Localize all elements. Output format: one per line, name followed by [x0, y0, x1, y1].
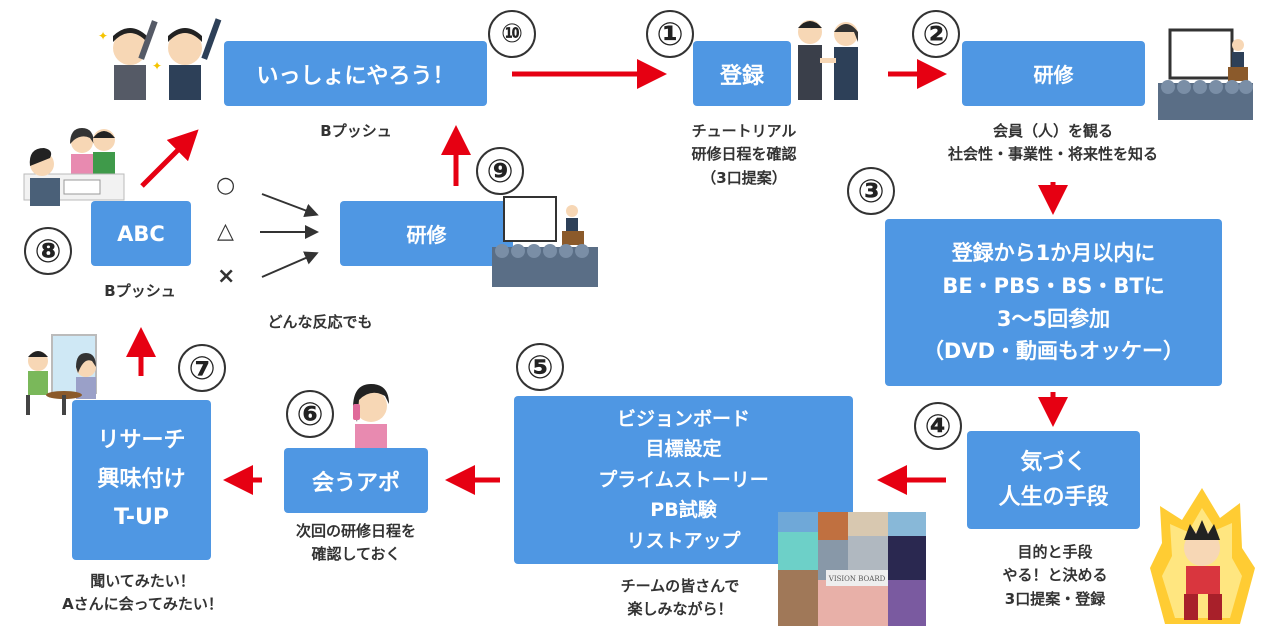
step-5-line: ビジョンボード — [616, 408, 750, 431]
fired-up-person-illustration — [1150, 488, 1255, 624]
step-1-caption: チュートリアル 研修日程を確認 （3口提案） — [660, 120, 828, 190]
caption-line: 研修日程を確認 — [691, 145, 797, 164]
step-number-10: ⑩ — [488, 10, 536, 58]
step-4-line: 気づく — [1020, 449, 1087, 475]
step-4-box: 気づく 人生の手段 — [967, 431, 1140, 529]
step-number-8: ⑧ — [24, 227, 72, 275]
caption-line: 聞いてみたい！ — [90, 572, 195, 590]
step-1-text: 登録 — [719, 63, 764, 89]
caption-line: どんな反応でも — [267, 313, 373, 331]
step-8-text: ABC — [117, 221, 165, 246]
reaction-triangle-symbol: △ — [217, 219, 234, 244]
step-5-caption: チームの皆さんで 楽しみながら！ — [590, 575, 770, 622]
vision-board-label: VISION BOARD — [828, 575, 886, 583]
step-3-line: 3〜5回参加 — [996, 306, 1111, 331]
seminar-illustration-top — [1158, 27, 1253, 120]
caption-line: 目的と手段 — [1017, 543, 1093, 561]
consultation-illustration — [20, 122, 125, 210]
step-2-box: 研修 — [962, 41, 1145, 106]
step-10-box: いっしょにやろう！ — [224, 41, 487, 106]
caption-line: （3口提案） — [701, 168, 787, 187]
vision-board-image: VISION BOARD — [778, 512, 926, 626]
reaction-circle-symbol: ○ — [216, 173, 236, 198]
caption-line: Aさんに会ってみたい！ — [62, 595, 223, 614]
reactions-caption: どんな反応でも — [240, 311, 400, 334]
step-7-line: リサーチ — [97, 428, 186, 454]
step-7-line: 興味付け — [97, 466, 186, 492]
arrow-8-to-10 — [140, 129, 199, 188]
reaction-cross-symbol: × — [217, 264, 236, 289]
step-2-text: 研修 — [1033, 63, 1074, 87]
step-3-line: （DVD・動画もオッケー） — [922, 339, 1185, 364]
caption-line: チームの皆さんで — [620, 577, 740, 595]
step-10-caption: Bプッシュ — [296, 120, 416, 143]
caption-line: チュートリアル — [691, 122, 797, 140]
caption-line: 3口提案・登録 — [1004, 589, 1106, 608]
step-5-box: ビジョンボード 目標設定 プライムストーリー PB試験 リストアップ — [514, 396, 853, 564]
step-7-box: リサーチ 興味付け T-UP — [72, 400, 211, 560]
cafe-conversation-illustration — [18, 333, 106, 418]
phone-call-illustration — [345, 378, 395, 448]
caption-line: 確認しておく — [311, 545, 401, 564]
step-7-caption: 聞いてみたい！ Aさんに会ってみたい！ — [40, 570, 245, 617]
caption-line: Bプッシュ — [104, 282, 176, 300]
step-1-box: 登録 — [693, 41, 791, 106]
step-6-box: 会うアポ — [284, 448, 428, 513]
step-number-9: ⑨ — [476, 147, 524, 195]
step-9-box: 研修 — [340, 201, 513, 266]
step-7-line: T-UP — [114, 505, 169, 531]
arrow-cross-to-training — [261, 251, 319, 278]
step-5-line: 目標設定 — [645, 438, 722, 461]
step-3-line: 登録から1か月以内に — [951, 241, 1156, 266]
step-5-line: プライムストーリー — [598, 468, 769, 491]
step-4-line: 人生の手段 — [998, 485, 1109, 510]
step-number-4: ④ — [914, 402, 962, 450]
step-number-3: ③ — [847, 167, 895, 215]
step-3-box: 登録から1か月以内に BE・PBS・BS・BTに 3〜5回参加 （DVD・動画も… — [885, 219, 1222, 386]
step-5-line: リストアップ — [626, 529, 741, 552]
step-3-line: BE・PBS・BS・BTに — [942, 273, 1165, 298]
caption-line: Bプッシュ — [320, 122, 392, 140]
step-6-text: 会うアポ — [311, 470, 400, 496]
step-6-caption: 次回の研修日程を 確認しておく — [270, 520, 442, 567]
step-9-text: 研修 — [406, 223, 447, 247]
step-8-box: ABC — [91, 201, 191, 266]
step-number-5: ⑤ — [516, 343, 564, 391]
caption-line: 楽しみながら！ — [627, 600, 733, 619]
step-5-line: PB試験 — [650, 499, 717, 522]
svg-text:✦: ✦ — [98, 29, 108, 43]
caption-line: 会員（人）を観る — [992, 122, 1113, 140]
step-number-1: ① — [646, 10, 694, 58]
step-number-2: ② — [912, 10, 960, 58]
caption-line: やる！と決める — [1002, 566, 1108, 585]
step-number-7: ⑦ — [178, 344, 226, 392]
seminar-illustration-bottom — [492, 195, 598, 287]
handshake-illustration — [790, 12, 866, 100]
step-10-text: いっしょにやろう！ — [256, 63, 455, 89]
arrow-circle-to-training — [261, 193, 319, 218]
caption-line: 社会性・事業性・将来性を知る — [947, 145, 1158, 164]
step-2-caption: 会員（人）を観る 社会性・事業性・将来性を知る — [903, 120, 1203, 167]
step-4-caption: 目的と手段 やる！と決める 3口提案・登録 — [975, 541, 1135, 611]
step-8-caption: Bプッシュ — [80, 280, 200, 303]
cheering-people-illustration: ✦✦ — [90, 10, 230, 100]
svg-text:✦: ✦ — [152, 59, 162, 73]
step-number-6: ⑥ — [286, 390, 334, 438]
caption-line: 次回の研修日程を — [295, 522, 416, 540]
